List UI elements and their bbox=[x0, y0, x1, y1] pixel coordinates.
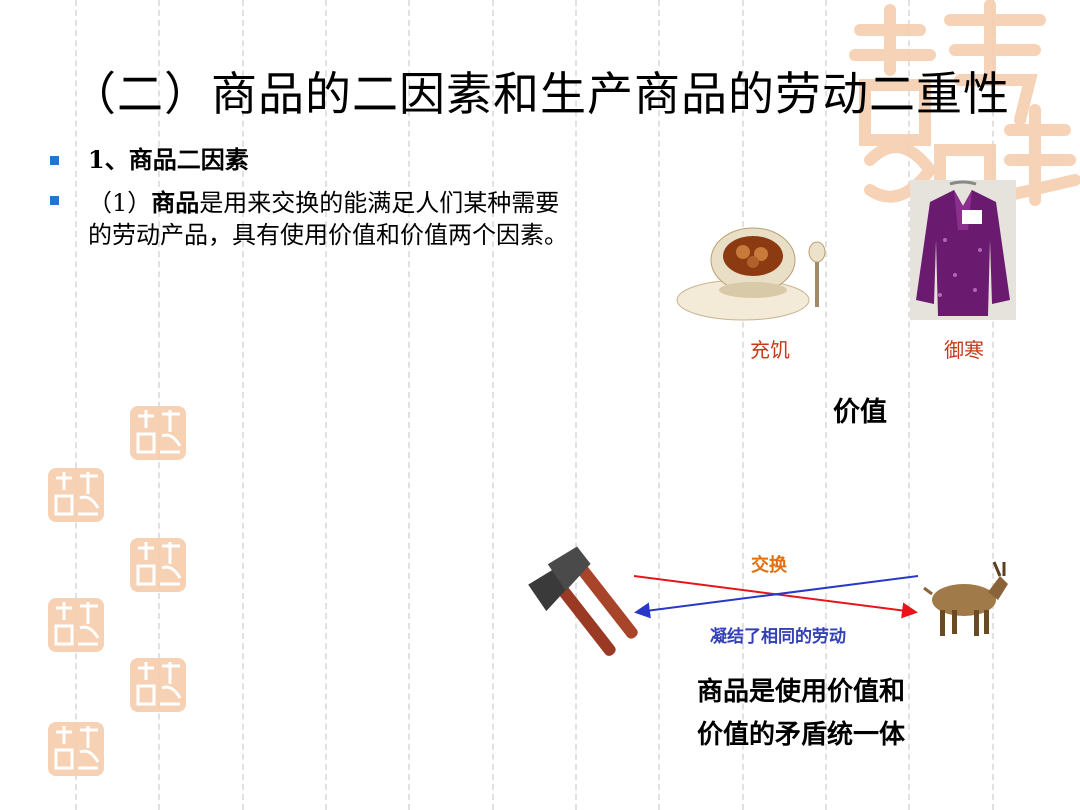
grid-line bbox=[658, 0, 660, 810]
seal-icon bbox=[130, 538, 186, 592]
clothes-label: 御寒 bbox=[944, 338, 984, 362]
grid-line bbox=[825, 0, 827, 810]
grid-line bbox=[75, 0, 77, 810]
exchange-arrows bbox=[633, 575, 919, 619]
exchange-caption-line1: 商品是使用价值和 bbox=[697, 677, 906, 707]
purple-blouse-icon bbox=[910, 180, 1016, 320]
grid-line bbox=[325, 0, 327, 810]
grid-line bbox=[742, 0, 744, 810]
bullet-marker bbox=[50, 156, 59, 165]
grid-line bbox=[575, 0, 577, 810]
bullet-2-text: （1）商品是用来交换的能满足人们某种需要 的劳动产品，具有使用价值和价值两个因素… bbox=[88, 187, 568, 251]
food-bowl-icon bbox=[676, 227, 826, 321]
bullet-2-rest: 是用来交换的能满足人们某种需要 bbox=[199, 189, 560, 217]
page-title: （二）商品的二因素和生产商品的劳动二重性 bbox=[70, 67, 1010, 121]
grid-line bbox=[492, 0, 494, 810]
bullet-1-text: 1、商品二因素 bbox=[88, 145, 249, 174]
bullet-2-line2: 的劳动产品，具有使用价值和价值两个因素。 bbox=[88, 221, 568, 249]
grid-line bbox=[158, 0, 160, 810]
goat-icon bbox=[923, 561, 1008, 636]
bullet-2-prefix: （1） bbox=[88, 189, 152, 217]
seal-icon bbox=[48, 468, 104, 522]
value-caption: 价值 bbox=[833, 397, 887, 428]
bullet-marker bbox=[50, 196, 59, 205]
axes-icon bbox=[528, 546, 638, 656]
grid-line bbox=[242, 0, 244, 810]
seal-icon bbox=[130, 658, 186, 712]
seal-icon bbox=[130, 406, 186, 460]
grid-line bbox=[408, 0, 410, 810]
exchange-caption-line2: 价值的矛盾统一体 bbox=[697, 720, 906, 750]
exchange-label: 交换 bbox=[751, 555, 787, 576]
grid-line bbox=[992, 0, 994, 810]
bullet-2-bold: 商品 bbox=[151, 188, 200, 217]
food-label: 充饥 bbox=[750, 338, 790, 362]
seal-icon bbox=[48, 598, 104, 652]
grid-line bbox=[908, 0, 910, 810]
labor-label: 凝结了相同的劳动 bbox=[710, 627, 846, 647]
seal-icon bbox=[48, 722, 104, 776]
